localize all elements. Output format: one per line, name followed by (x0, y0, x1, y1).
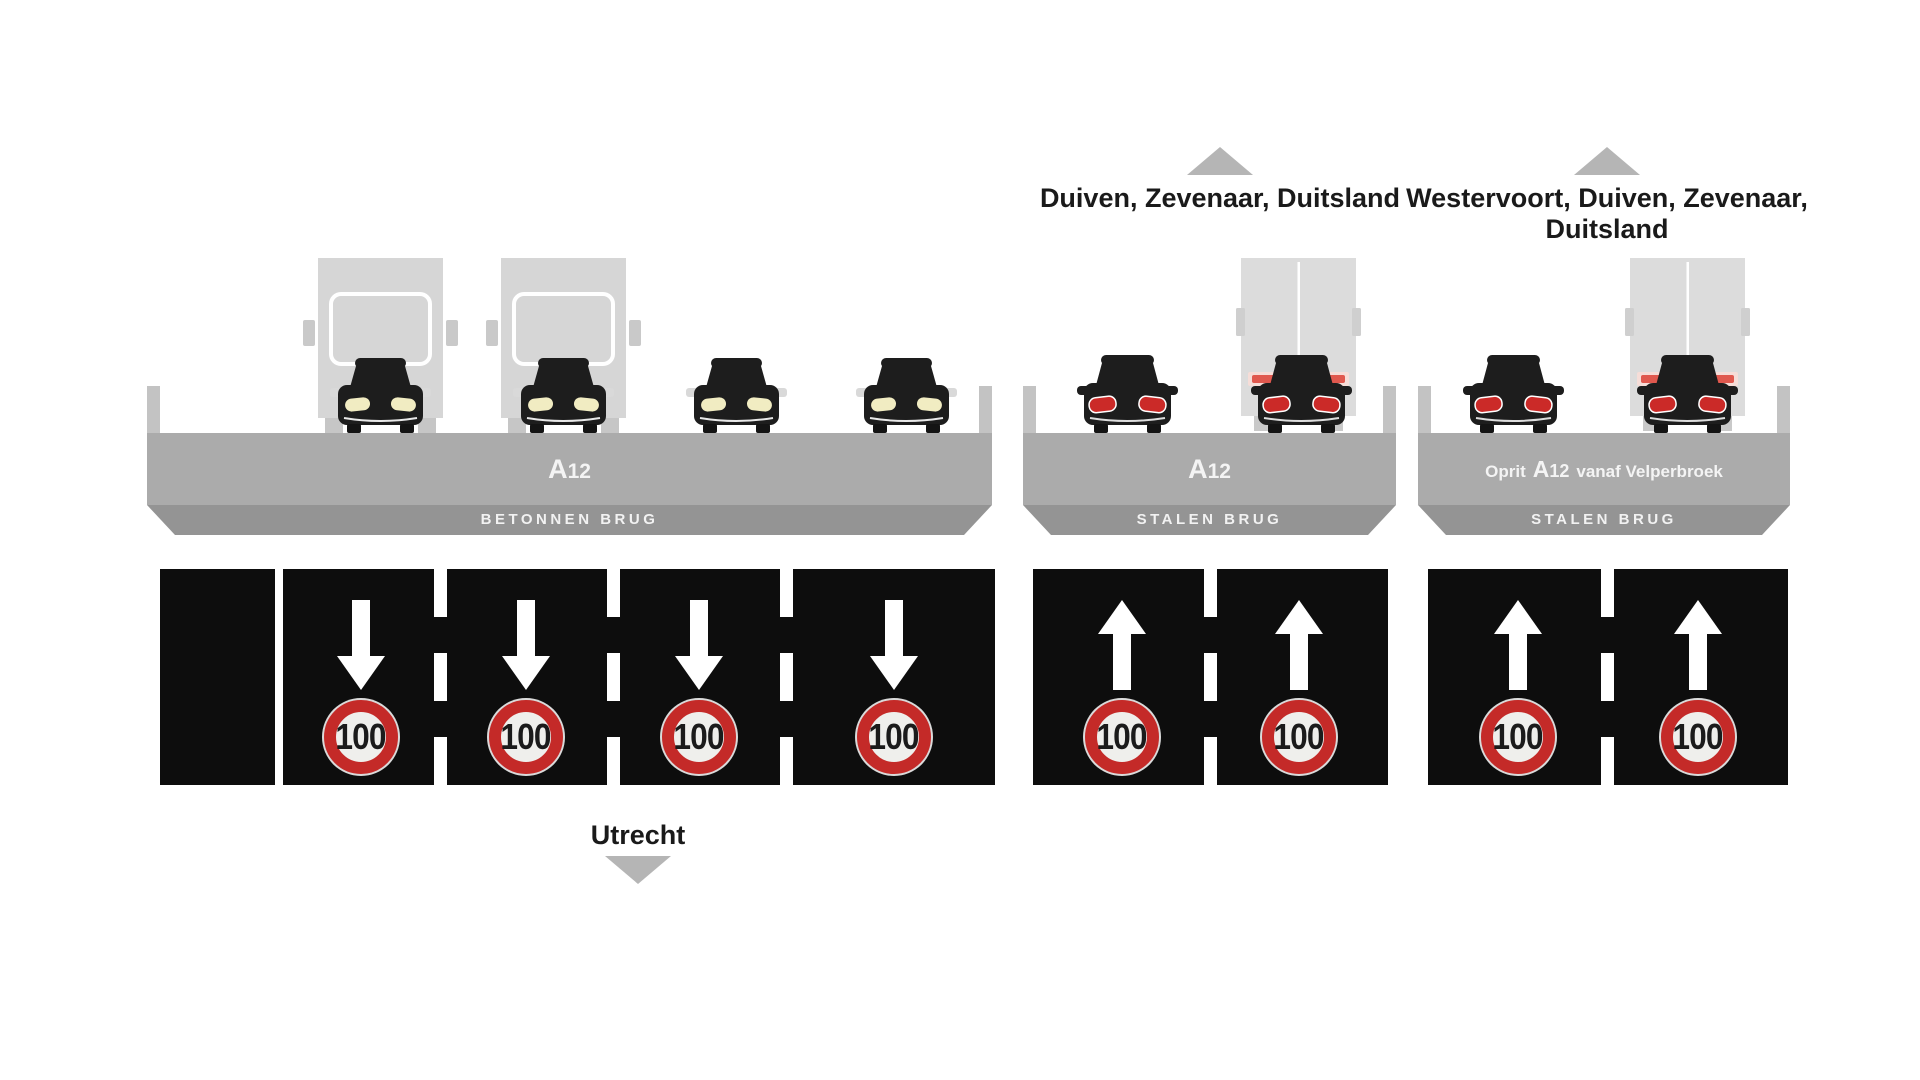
speed-limit-sign: 100 (857, 700, 931, 774)
bridge-wall-left (1023, 386, 1036, 434)
road-label-suffix: vanaf Velperbroek (1576, 462, 1723, 481)
arrow-down-icon (870, 600, 918, 690)
road-section-stalen-brug-1: 100 100 (1033, 569, 1388, 785)
bridge-stalen-brug-1: A12 STALEN BRUG (1023, 386, 1396, 535)
bridge-type-label: BETONNEN BRUG (480, 511, 659, 528)
lane-divider-dashed (607, 569, 620, 785)
bridge-wall-right (1383, 386, 1396, 434)
arrow-up-icon (1674, 600, 1722, 690)
arrow-up-icon (1494, 600, 1542, 690)
shoulder-lane (160, 569, 275, 785)
bridge-wall-left (1418, 386, 1431, 434)
direction-indicator-middle (1187, 147, 1253, 175)
speed-limit-value: 100 (1273, 716, 1325, 757)
road-label-prefix: Oprit (1485, 462, 1526, 481)
bridge-type-label: STALEN BRUG (1531, 511, 1677, 528)
lane-divider-dashed (780, 569, 793, 785)
road-section-stalen-brug-2: 100 100 (1428, 569, 1788, 785)
rear-car-icon (1077, 355, 1178, 433)
bridge-deck: A12 (1023, 433, 1396, 505)
arrow-down-icon (675, 600, 723, 690)
front-car-icon (330, 358, 431, 433)
bridge-wall-right (979, 386, 992, 434)
speed-limit-sign: 100 (1481, 700, 1555, 774)
speed-limit-sign: 100 (662, 700, 736, 774)
destination-label-middle: Duiven, Zevenaar, Duitsland (1039, 183, 1401, 213)
bridge-wall-right (1777, 386, 1790, 434)
front-car-icon (513, 358, 614, 433)
arrow-down-icon (502, 600, 550, 690)
lane-divider-dashed (1601, 569, 1614, 785)
arrow-down-icon (337, 600, 385, 690)
lane-divider-dashed (434, 569, 447, 785)
road-name: A (1188, 454, 1208, 484)
rear-car-icon (1463, 355, 1564, 433)
speed-limit-value: 100 (1492, 716, 1544, 757)
destination-label-right: Westervoort, Duiven, Zevenaar, Duitsland (1406, 183, 1808, 244)
speed-limit-sign: 100 (1262, 700, 1336, 774)
destination-label-bottom: Utrecht (590, 820, 686, 850)
bridge-type-band: STALEN BRUG (1023, 505, 1396, 535)
front-car-icon (856, 358, 957, 433)
bridge-type-band: BETONNEN BRUG (147, 505, 992, 535)
bridge-type-band: STALEN BRUG (1418, 505, 1790, 535)
arrow-up-icon (1275, 600, 1323, 690)
road-section-betonnen-brug: 100 100 100 100 (160, 569, 995, 785)
road-name: A (548, 454, 568, 484)
speed-limit-value: 100 (868, 716, 920, 757)
speed-limit-sign: 100 (324, 700, 398, 774)
bridge-wall-left (147, 386, 160, 434)
speed-limit-value: 100 (1096, 716, 1148, 757)
triangle-down-icon (605, 856, 671, 884)
lane-divider-solid (275, 569, 283, 785)
rear-car-icon (1637, 355, 1738, 433)
speed-limit-sign: 100 (1085, 700, 1159, 774)
speed-limit-value: 100 (335, 716, 387, 757)
triangle-up-icon (1187, 147, 1253, 175)
direction-indicator-right (1574, 147, 1640, 175)
speed-limit-value: 100 (673, 716, 725, 757)
speed-limit-sign: 100 (489, 700, 563, 774)
bridge-betonnen-brug: A12 BETONNEN BRUG (147, 386, 992, 535)
triangle-up-icon (1574, 147, 1640, 175)
bridge-type-label: STALEN BRUG (1136, 511, 1283, 528)
road-name: A (1532, 456, 1550, 482)
arrow-up-icon (1098, 600, 1146, 690)
speed-limit-sign: 100 (1661, 700, 1735, 774)
speed-limit-value: 100 (1672, 716, 1724, 757)
direction-indicator-bottom (605, 856, 671, 884)
rear-car-icon (1251, 355, 1352, 433)
lane-divider-dashed (1204, 569, 1217, 785)
bridge-deck: A12 (147, 433, 992, 505)
front-car-icon (686, 358, 787, 433)
speed-limit-value: 100 (500, 716, 552, 757)
